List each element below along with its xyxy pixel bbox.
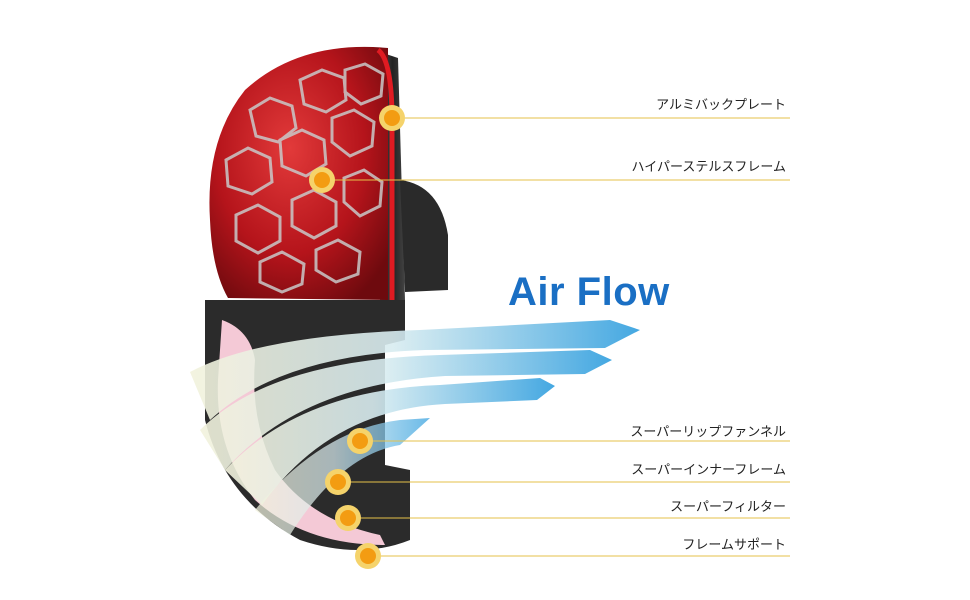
airflow-title: Air Flow <box>508 270 670 314</box>
label-super-lip-funnel: スーパーリップファンネル <box>630 425 786 440</box>
honeycomb-mesh <box>224 62 385 294</box>
label-super-inner-frame: スーパーインナーフレーム <box>631 463 786 478</box>
markers <box>309 105 405 569</box>
label-hyper-stealth-frame: ハイパーステルスフレーム <box>631 160 786 175</box>
label-aluminum-back-plate: アルミバックプレート <box>656 98 786 113</box>
airflow-arrow-4 <box>255 418 430 535</box>
label-frame-support: フレームサポート <box>682 538 786 553</box>
airflow-arrow-3 <box>225 378 555 505</box>
label-super-filter: スーパーフィルター <box>670 500 786 515</box>
airflow-arrow-1 <box>190 320 640 420</box>
airflow-arrow-2 <box>200 350 612 470</box>
leader-lines <box>322 117 790 557</box>
side-housing <box>400 180 448 292</box>
